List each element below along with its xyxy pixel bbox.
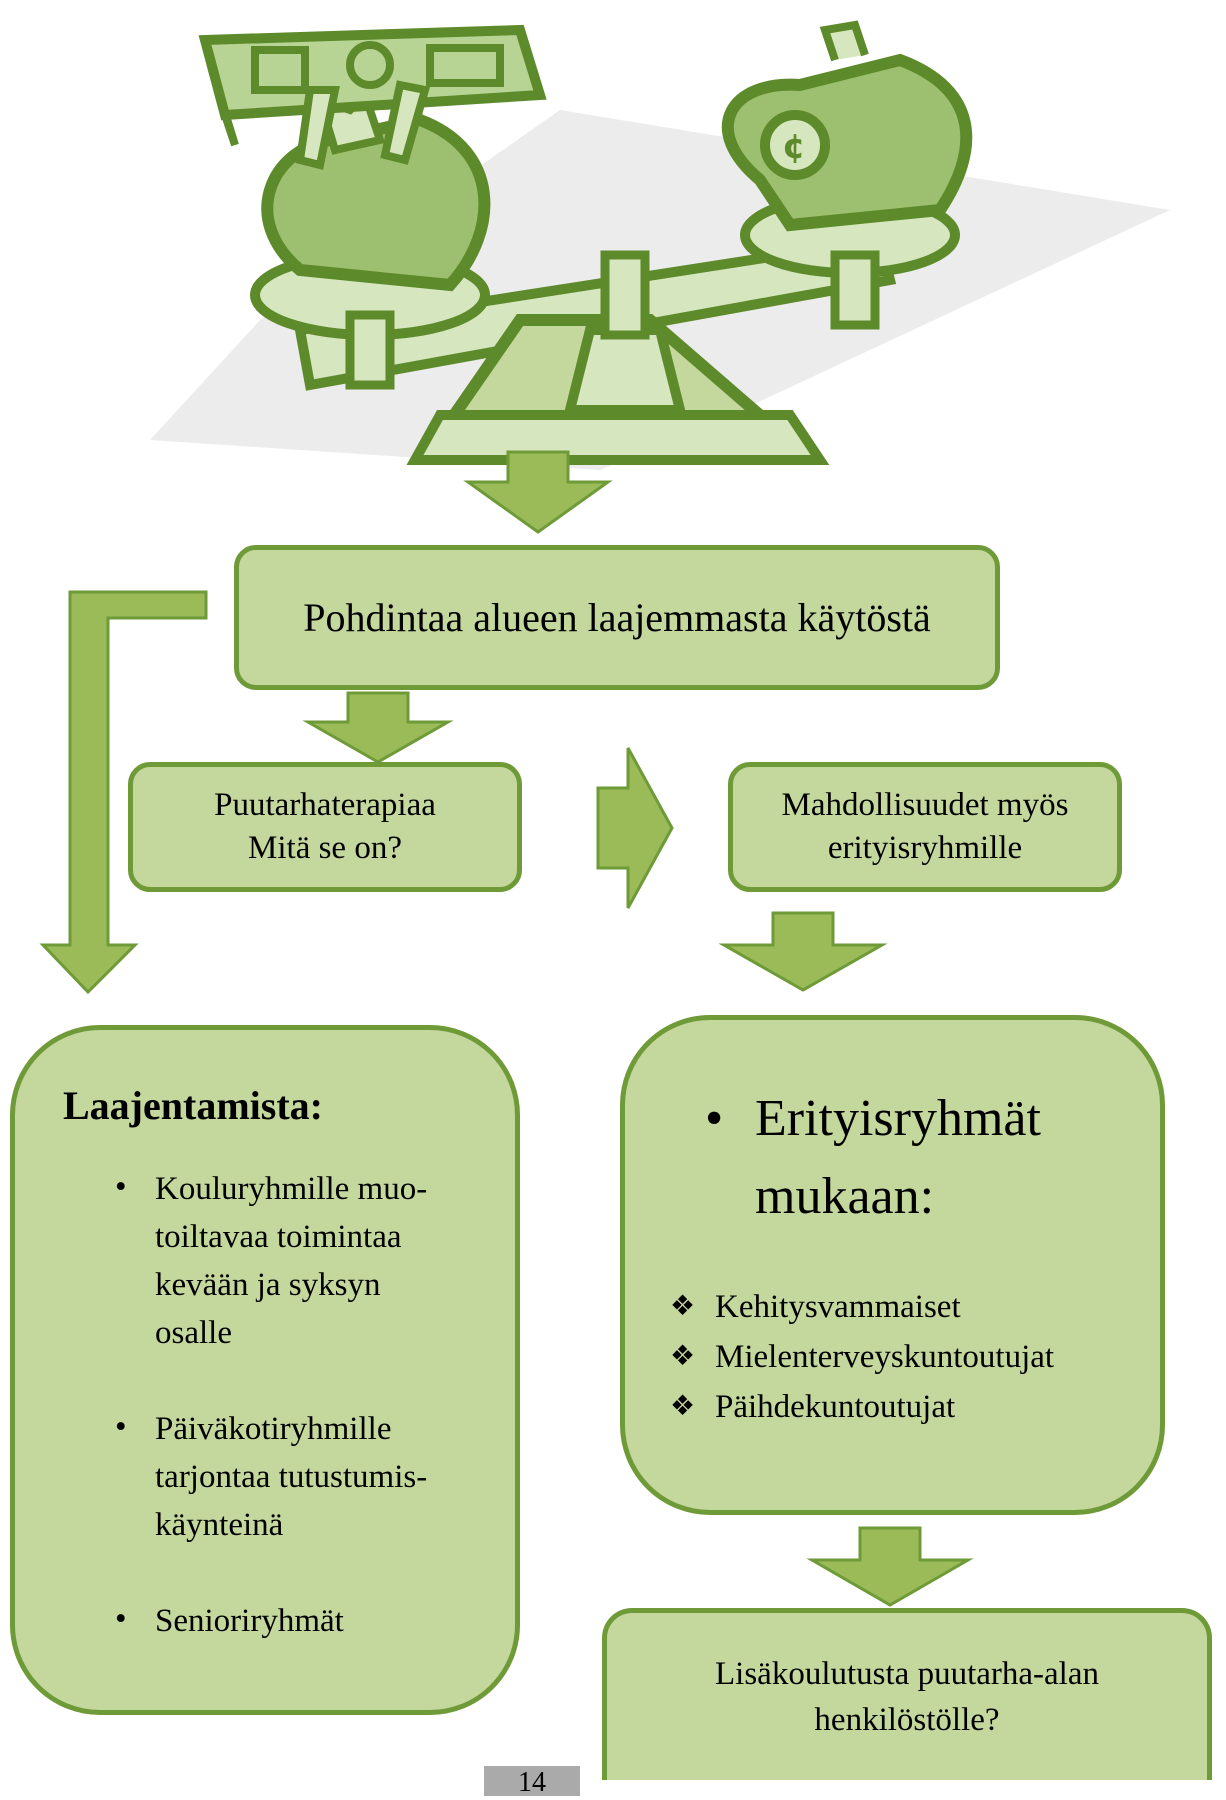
arrow-down-to-training	[806, 1526, 974, 1607]
expansion-heading: Laajentamista:	[63, 1083, 323, 1128]
special-list: ❖ Kehitysvammaiset ❖ Mielenterveyskuntou…	[670, 1282, 1054, 1432]
banknote-stack-side	[201, 38, 239, 147]
expansion-item-1-line-2: toiltavaa toimintaa	[155, 1219, 402, 1255]
bullet-icon: •	[115, 1409, 127, 1445]
left-pan-post	[345, 310, 395, 390]
arrow-down-from-illustration	[463, 450, 613, 534]
special-heading-line-1: Erityisryhmät	[755, 1090, 1041, 1147]
arrow-elbow-to-expansion	[39, 590, 208, 995]
training-line-2: henkilöstölle?	[814, 1701, 1000, 1738]
banknote-detail-icon-2	[426, 44, 504, 87]
bullet-icon: •	[115, 1601, 127, 1637]
diamond-bullet-icon: ❖	[670, 1291, 696, 1322]
special-item: ❖ Mielenterveyskuntoutujat	[670, 1332, 1054, 1382]
special-item: ❖ Kehitysvammaiset	[670, 1282, 1054, 1332]
banknote-detail-icon	[251, 46, 309, 94]
arrow-down-to-special	[718, 911, 888, 992]
coin-symbol: ¢	[782, 127, 806, 167]
expansion-item-1-line-4: osalle	[155, 1315, 232, 1351]
possibilities-line-2: erityisryhmille	[827, 830, 1023, 866]
expansion-box: Laajentamista: • Kouluryhmille muo- toil…	[10, 1025, 520, 1715]
expansion-item: • Kouluryhmille muo- toiltavaa toimintaa…	[115, 1165, 495, 1357]
expansion-item-1-line-3: kevään ja syksyn	[155, 1267, 381, 1303]
diamond-bullet-icon: ❖	[670, 1391, 696, 1422]
diamond-bullet-icon: ❖	[670, 1341, 696, 1372]
therapy-box: Puutarhaterapiaa Mitä se on?	[128, 762, 522, 892]
sack-tie	[819, 20, 869, 62]
balance-scale-money-illustration: ¢	[150, 20, 1170, 470]
possibilities-line-1: Mahdollisuudet myös	[781, 787, 1069, 823]
expansion-item: • Senioriryhmät	[115, 1597, 495, 1645]
expansion-item: • Päiväkotiryhmille tarjontaa tutustumis…	[115, 1405, 495, 1549]
coin-sack	[722, 53, 973, 232]
therapy-line-1: Puutarhaterapiaa	[214, 787, 436, 823]
coin-icon	[760, 110, 830, 180]
scale-beam	[294, 234, 897, 391]
top-box: Pohdintaa alueen laajemmasta käytöstä	[234, 545, 1000, 690]
left-arm	[295, 86, 340, 170]
expansion-item-2-line-3: käynteinä	[155, 1507, 284, 1543]
arrow-right-to-possibilities	[596, 747, 674, 909]
special-heading-line-2: mukaan:	[755, 1168, 935, 1225]
arrow-down-to-therapy	[302, 691, 454, 764]
bullet-icon: •	[115, 1169, 127, 1205]
page-number: 14	[484, 1766, 580, 1798]
expansion-item-2-line-2: tarjontaa tutustumis-	[155, 1459, 428, 1495]
right-arm	[380, 80, 431, 165]
special-heading: • Erityisryhmät mukaan:	[705, 1080, 1041, 1236]
bullet-icon: •	[705, 1090, 724, 1147]
fulcrum-base	[406, 410, 830, 465]
training-line-1: Lisäkoulutusta puutarha-alan	[715, 1655, 1099, 1692]
expansion-item-3-line-1: Senioriryhmät	[155, 1603, 344, 1639]
banknote-seal-icon	[346, 41, 394, 89]
special-item: ❖ Päihdekuntoutujat	[670, 1382, 1054, 1432]
top-box-text: Pohdintaa alueen laajemmasta käytöstä	[303, 595, 931, 640]
therapy-line-2: Mitä se on?	[248, 830, 402, 866]
possibilities-box: Mahdollisuudet myös erityisryhmille	[728, 762, 1122, 892]
special-groups-box: • Erityisryhmät mukaan: ❖ Kehitysvammais…	[620, 1015, 1165, 1515]
expansion-item-1-line-1: Kouluryhmille muo-	[155, 1171, 428, 1207]
expansion-list: • Kouluryhmille muo- toiltavaa toimintaa…	[115, 1165, 495, 1645]
right-pan-post	[830, 250, 880, 330]
fulcrum-post	[600, 250, 650, 340]
training-box: Lisäkoulutusta puutarha-alan henkilöstöl…	[602, 1608, 1212, 1780]
expansion-item-2-line-1: Päiväkotiryhmille	[155, 1411, 392, 1447]
